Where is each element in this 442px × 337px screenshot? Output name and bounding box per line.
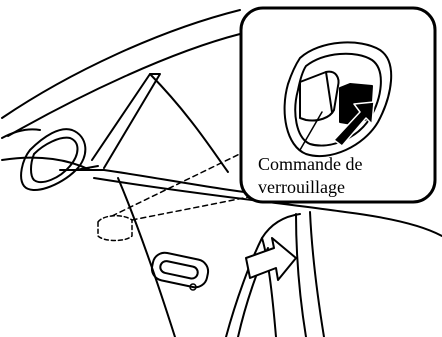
inner-lever [300, 72, 339, 121]
switch-location-marker [98, 216, 132, 241]
door-handle [150, 250, 211, 290]
roof-line-inner [8, 34, 240, 136]
a-pillar [92, 74, 160, 168]
lock-switch-label-line1: Commande de [258, 154, 362, 174]
zoom-inset: Commande de verrouillage [241, 8, 435, 202]
lock-switch-label-line2: verrouillage [258, 177, 345, 197]
open-door-edge [226, 212, 324, 337]
roof-line [2, 10, 240, 118]
door-front-edge [118, 178, 175, 337]
push-direction-arrow [246, 238, 296, 280]
belt-line [60, 170, 270, 195]
a-pillar-edge [150, 74, 228, 172]
